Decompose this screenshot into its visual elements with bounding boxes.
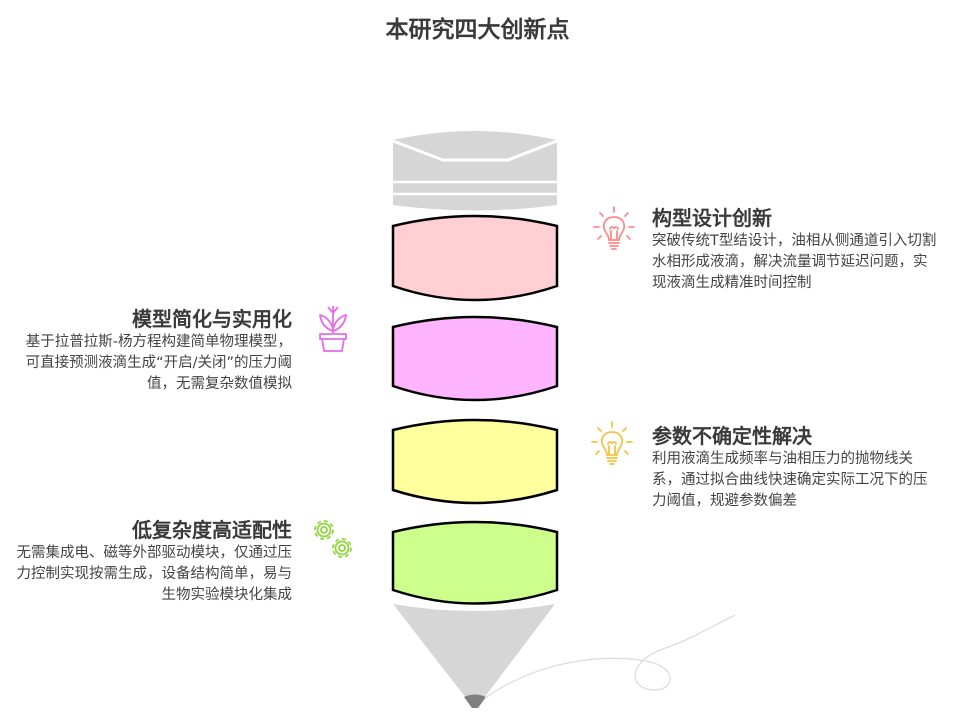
- plant-pot-icon: [319, 306, 347, 352]
- innovation-low-complexity: 低复杂度高适配性 无需集成电、磁等外部驱动模块，仅通过压力控制实现按需生成，设备…: [14, 517, 293, 606]
- pencil-cap: [392, 131, 558, 211]
- page-title: 本研究四大创新点: [385, 17, 570, 43]
- innovation-text: 无需集成电、磁等外部驱动模块，仅通过压力控制实现按需生成，设备结构简单，易与生物…: [16, 545, 293, 603]
- innovation-title: 参数不确定性解决: [652, 424, 812, 448]
- innovation-model: 模型简化与实用化 基于拉普拉斯-杨方程构建简单物理模型，可直接预测液滴生成“开启…: [14, 306, 292, 395]
- innovation-title: 构型设计创新: [652, 206, 772, 230]
- pencil-tip: [464, 694, 486, 708]
- pencil-cone: [393, 604, 555, 698]
- gears-icon: [314, 520, 352, 558]
- pencil-segment-3: [391, 418, 559, 505]
- innovation-text: 突破传统T型结设计，油相从侧通道引入切割水相形成液滴，解决流量调节延迟问题，实现…: [652, 233, 937, 291]
- innovation-title: 低复杂度高适配性: [132, 518, 292, 542]
- pencil-segment-1: [391, 214, 559, 302]
- pencil-segment-4: [391, 520, 559, 605]
- pencil-scribble: [484, 614, 736, 699]
- innovation-text: 利用液滴生成频率与油相压力的抛物线关系，通过拟合曲线快速确定实际工况下的压力阈值…: [652, 451, 928, 509]
- innovation-configuration: 构型设计创新 突破传统T型结设计，油相从侧通道引入切割水相形成液滴，解决流量调节…: [652, 205, 937, 294]
- innovation-text: 基于拉普拉斯-杨方程构建简单物理模型，可直接预测液滴生成“开启/关闭”的压力阈值…: [25, 334, 292, 392]
- innovation-parameters: 参数不确定性解决 利用液滴生成频率与油相压力的抛物线关系，通过拟合曲线快速确定实…: [652, 423, 937, 512]
- lightbulb-icon: [593, 206, 635, 250]
- lightbulb-icon: [591, 421, 633, 465]
- innovation-title: 模型简化与实用化: [132, 307, 292, 331]
- pencil-segment-2: [391, 315, 559, 402]
